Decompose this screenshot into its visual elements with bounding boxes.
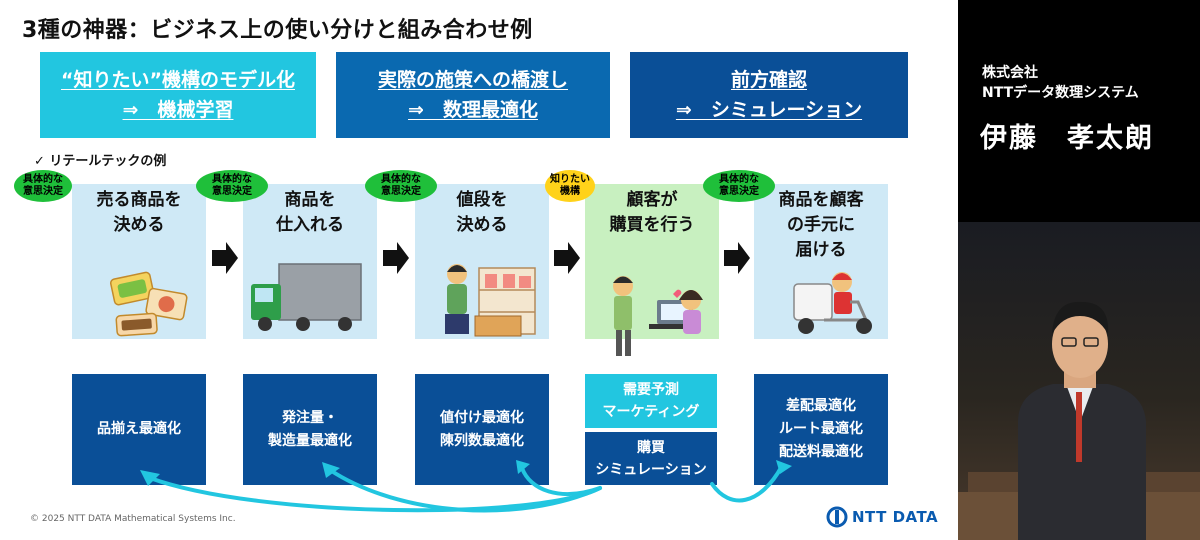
- ntt-logo-icon: [826, 506, 848, 528]
- delivery-scooter-illustration: [793, 272, 872, 334]
- decision-badge: 具体的な 意思決定: [365, 170, 437, 202]
- arrow-right-icon: [554, 242, 580, 274]
- truck-illustration: [251, 263, 362, 331]
- speaker-figure: [958, 301, 1200, 540]
- banner-line1: 前方確認: [730, 69, 807, 91]
- logo-text: NTT DATA: [852, 508, 939, 526]
- feedback-curves: [140, 460, 792, 513]
- banner-line1: “知りたい”機構のモデル化: [61, 69, 295, 91]
- step-decide-price: 値段を 決める: [415, 184, 549, 339]
- decision-badge: 具体的な 意思決定: [703, 170, 775, 202]
- solution-purchase-simulation: 購買 シミュレーション: [585, 432, 717, 485]
- step-label: 売る商品を 決める: [96, 190, 182, 235]
- customers-illustration: [613, 276, 703, 356]
- copyright-footer: © 2025 NTT DATA Mathematical Systems Inc…: [30, 514, 236, 524]
- speaker-video-feed: [958, 222, 1200, 540]
- step-deliver: 商品を顧客 の手元に 届ける: [754, 184, 888, 339]
- shop-clerk-illustration: [445, 264, 536, 337]
- step-purchase-stock: 商品を 仕入れる: [243, 184, 377, 339]
- solution-demand-forecast: 需要予測 マーケティング: [585, 374, 717, 428]
- decision-badge: 具体的な 意思決定: [196, 170, 268, 202]
- banner-optimization: 実際の施策への橋渡し ⇒ 数理最適化: [336, 52, 610, 138]
- banner-line1: 実際の施策への橋渡し: [377, 69, 568, 91]
- banner-line2: ⇒ シミュレーション: [675, 99, 863, 121]
- arrow-right-icon: [212, 242, 238, 274]
- banner-simulation: 前方確認 ⇒ シミュレーション: [630, 52, 908, 138]
- solution-assortment: 品揃え最適化: [72, 374, 206, 485]
- banner-line2: ⇒ 数理最適化: [408, 99, 538, 121]
- step-decide-products: 売る商品を 決める: [72, 184, 206, 339]
- presentation-slide: 3種の神器：ビジネス上の使い分けと組み合わせ例 “知りたい”機構のモデル化 ⇒ …: [0, 0, 958, 540]
- step-label: 商品を顧客 の手元に 届ける: [778, 190, 864, 260]
- slide-title: 3種の神器：ビジネス上の使い分けと組み合わせ例: [22, 18, 533, 43]
- step-label: 値段を 決める: [456, 190, 508, 235]
- solution-delivery: 差配最適化 ルート最適化 配送料最適化: [754, 374, 888, 485]
- banner-line2: ⇒ 機械学習: [122, 99, 234, 121]
- mechanism-badge: 知りたい 機構: [545, 170, 595, 202]
- bread-products-illustration: [109, 271, 188, 337]
- speaker-name: 伊藤 孝太朗: [980, 123, 1154, 154]
- step-label: 商品を 仕入れる: [276, 190, 344, 235]
- decision-badge: 具体的な 意思決定: [14, 170, 72, 202]
- example-subheading: ✓ リテールテックの例: [34, 154, 167, 169]
- banner-machine-learning: “知りたい”機構のモデル化 ⇒ 機械学習: [40, 52, 316, 138]
- step-label: 顧客が 購買を行う: [609, 190, 695, 235]
- speaker-company: 株式会社 NTTデータ数理システム: [982, 65, 1139, 101]
- speaker-panel: 株式会社 NTTデータ数理システム 伊藤 孝太朗: [958, 0, 1200, 540]
- ntt-data-logo: NTT DATA: [826, 505, 938, 529]
- arrow-right-icon: [383, 242, 409, 274]
- arrow-right-icon: [724, 242, 750, 274]
- step-customer-purchase: 顧客が 購買を行う: [585, 184, 719, 356]
- solution-order-production: 発注量・ 製造量最適化: [243, 374, 377, 485]
